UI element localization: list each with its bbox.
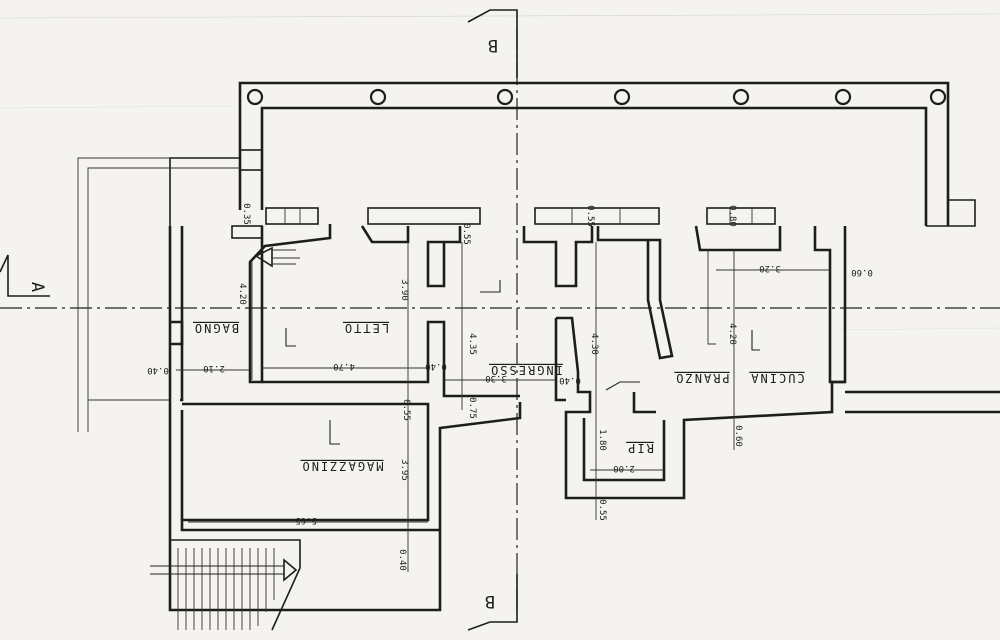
windows: [265, 207, 776, 225]
dim-label: 0.75: [467, 397, 477, 419]
dim-label: 4.20: [237, 283, 247, 305]
room-label-letto: LETTO: [343, 321, 389, 335]
column: [496, 88, 514, 106]
interior-walls: [170, 250, 845, 532]
column: [834, 88, 852, 106]
dim-label: 2.00: [613, 463, 635, 473]
dim-label: 0.40: [397, 549, 407, 571]
dim-label: 3.90: [399, 279, 409, 301]
dim-label: 0.35: [241, 203, 251, 225]
dim-label: 0.80: [727, 205, 737, 227]
dim-label: 0.55: [461, 223, 471, 245]
dim-label: 4.35: [467, 333, 477, 355]
section-label-b-bottom: B: [485, 591, 495, 611]
dim-label: 3.95: [399, 459, 409, 481]
direction-arrows: [285, 280, 760, 445]
column: [369, 88, 387, 106]
room-label-magazzino: MAGAZZINO: [300, 459, 383, 473]
dim-label: 2.10: [203, 363, 225, 373]
room-label-pranzo: PRANZO: [674, 371, 729, 385]
column: [613, 88, 631, 106]
room-label-bagno: BAGNO: [193, 321, 239, 335]
bathroom-fixture: [231, 225, 300, 268]
room-label-cucina: CUCINA: [749, 371, 804, 385]
section-label-b-top: B: [488, 35, 498, 55]
dim-label: 3.30: [485, 373, 507, 383]
dim-label: 0.55: [585, 205, 595, 227]
dim-label: 4.30: [589, 333, 599, 355]
dim-label: 3.20: [759, 263, 781, 273]
room-label-rip: RIP: [626, 441, 654, 455]
entrance-stair: [150, 539, 301, 631]
dim-label: 0.40: [425, 361, 447, 371]
dimension-lines: [176, 242, 830, 572]
dim-label: 0.55: [597, 499, 607, 521]
portico: [238, 81, 976, 227]
dim-label: 0.55: [401, 399, 411, 421]
dim-label: 4.20: [727, 323, 737, 345]
dim-label: 0.60: [851, 267, 873, 277]
left-annex: [77, 157, 240, 432]
section-axis-a: [0, 254, 1000, 309]
room-label-ingresso: INGRESSO: [489, 363, 563, 377]
scan-noise: [0, 13, 1000, 331]
dim-label: 0.40: [147, 365, 169, 375]
section-label-a: A: [27, 282, 47, 292]
dim-label: 0.40: [559, 375, 581, 385]
dim-label: 1.80: [597, 429, 607, 451]
dim-label: 4.70: [333, 361, 355, 371]
dim-label: 0.60: [733, 425, 743, 447]
section-axis-b: [467, 9, 518, 631]
exterior-walls: [168, 224, 1000, 612]
column: [246, 88, 264, 106]
column: [929, 88, 947, 106]
dim-label: 5.65: [295, 515, 317, 525]
column: [732, 88, 750, 106]
